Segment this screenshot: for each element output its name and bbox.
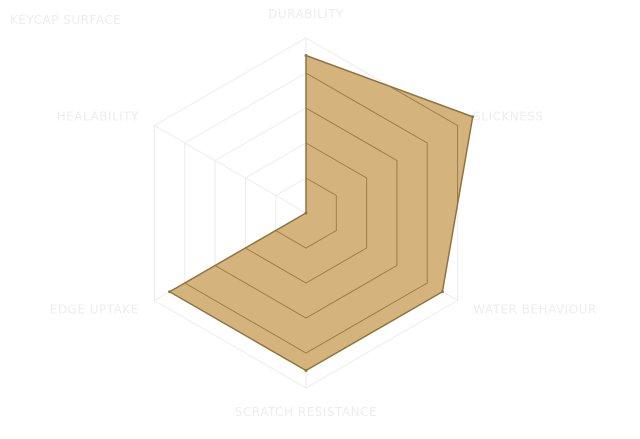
data-point-durability — [304, 54, 308, 57]
data-point-slickness — [471, 115, 475, 119]
grid-spoke-5 — [154, 125, 307, 214]
axis-label-edge-uptake: EDGE UPTAKE — [50, 303, 139, 317]
radar-series — [168, 54, 475, 372]
chart-title: KEYCAP SURFACE — [10, 13, 122, 27]
data-point-healability — [304, 211, 308, 215]
axis-label-healability: HEALABILITY — [57, 110, 139, 124]
data-point-edge-uptake — [168, 290, 172, 294]
axis-label-slickness: SLICKNESS — [473, 110, 543, 124]
data-point-water-behaviour — [440, 290, 444, 294]
axis-label-scratch-resistance: SCRATCH RESISTANCE — [235, 405, 377, 419]
axis-label-durability: DURABILITY — [268, 7, 344, 21]
inner-grid-ring-5 — [169, 55, 459, 371]
data-point-scratch-resistance — [304, 369, 308, 372]
axis-label-water-behaviour: WATER BEHAVIOUR — [473, 303, 597, 317]
axis-labels: DURABILITY SLICKNESS WATER BEHAVIOUR SCRATC… — [50, 7, 597, 419]
